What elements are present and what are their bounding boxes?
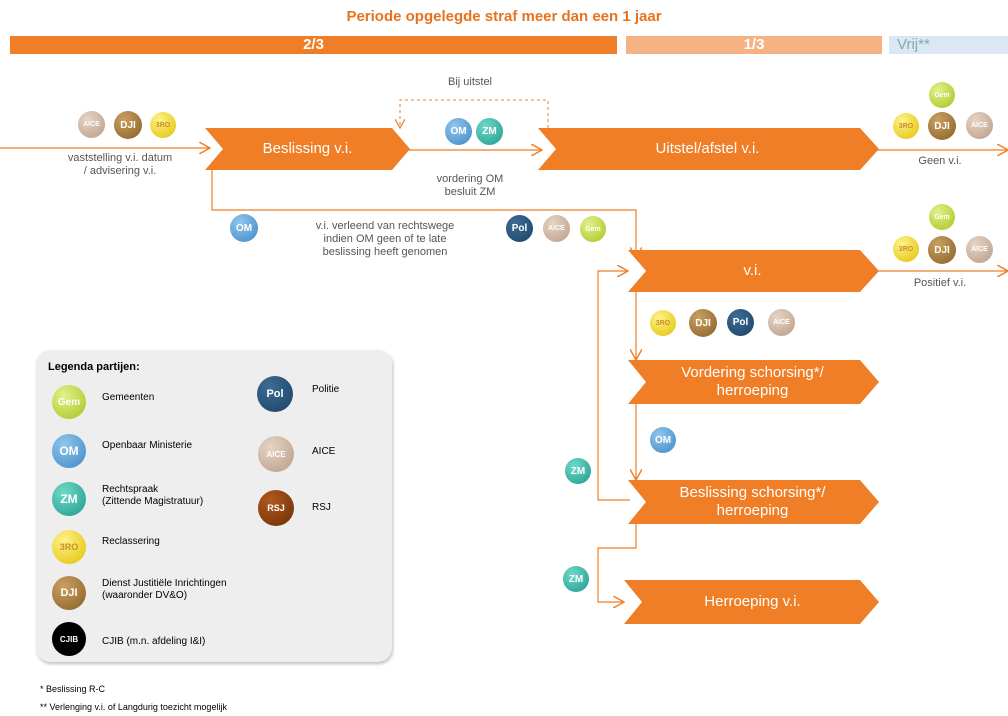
bar-free: Vrij** [889, 36, 1008, 54]
zm-badge: ZM [476, 118, 503, 145]
legend-3ro-label: Reclassering [102, 536, 160, 547]
gem-badge: Gem [580, 216, 606, 242]
dji-badge: DJI [114, 111, 142, 139]
vi-shape [628, 250, 879, 292]
zm-badge: ZM [52, 482, 86, 516]
herroeping-vi-shape [624, 580, 879, 624]
positief-vi-text: Positief v.i. [913, 277, 967, 289]
om-badge: OM [650, 427, 676, 453]
vaststelling-text: vaststelling v.i. datum / advisering v.i… [67, 152, 173, 177]
dji-badge: DJI [689, 309, 717, 337]
schorsing-to-herroeping-line [597, 524, 637, 602]
beslissing-schorsing-label: Beslissing schorsing*/ herroeping [679, 484, 826, 519]
uitstel-afstel-shape [538, 128, 879, 170]
vordering-schorsing-label: Vordering schorsing*/ herroeping [681, 364, 824, 399]
legend-aice-label: AICE [312, 446, 336, 457]
bar-two-thirds: 2/3 [10, 36, 617, 54]
beslissing-vi-label: Beslissing v.i. [262, 140, 353, 157]
uitstel-afstel-label: Uitstel/afstel v.i. [655, 140, 760, 157]
gem-badge: Gem [52, 385, 86, 419]
aice-badge: AICE [768, 309, 795, 336]
bij-uitstel-text: Bij uitstel [447, 76, 493, 88]
om-badge: OM [445, 118, 472, 145]
legend-rsj-label: RSJ [312, 502, 331, 513]
rsj-badge: RSJ [258, 490, 294, 526]
3ro-badge: 3RO [893, 236, 919, 262]
legend-panel [36, 350, 392, 662]
gem-badge: Gem [929, 82, 955, 108]
zm-badge: ZM [563, 566, 589, 592]
vordering-om-text: vordering OM besluit ZM [436, 173, 504, 198]
schorsing-loop-line [597, 271, 630, 501]
uitstel-loop [400, 99, 549, 128]
herroeping-vi-label: Herroeping v.i. [704, 593, 801, 610]
legend-gem-label: Gemeenten [102, 392, 155, 403]
vi-verleend-text: v.i. verleend van rechtswege indien OM g… [315, 220, 455, 258]
3ro-badge: 3RO [893, 113, 919, 139]
beslissing-vi-shape [205, 128, 410, 170]
zm-badge: ZM [565, 458, 591, 484]
vordering-schorsing-shape [628, 360, 879, 404]
pol-badge: Pol [257, 376, 293, 412]
vi-label: v.i. [743, 262, 762, 279]
bar-free-label: Vrij** [897, 36, 930, 53]
aice-badge: AICE [543, 215, 570, 242]
beslissing-schorsing-shape [628, 480, 879, 524]
legend-om-label: Openbaar Ministerie [102, 440, 193, 451]
om-badge: OM [230, 214, 258, 242]
legend-pol-label: Politie [312, 384, 340, 395]
aice-badge: AICE [258, 436, 294, 472]
gem-badge: Gem [929, 204, 955, 230]
footnote-1: * Beslissing R-C [40, 684, 106, 694]
pol-badge: Pol [506, 215, 533, 242]
bar-one-third: 1/3 [626, 36, 882, 54]
geen-vi-text: Geen v.i. [918, 155, 962, 167]
aice-badge: AICE [966, 236, 993, 263]
cjib-badge: CJIB [52, 622, 86, 656]
legend-dji-label: Dienst Justitiële Inrichtingen (waaronde… [102, 578, 227, 601]
pol-badge: Pol [727, 309, 754, 336]
dji-badge: DJI [52, 576, 86, 610]
dji-badge: DJI [928, 112, 956, 140]
3ro-badge: 3RO [150, 112, 176, 138]
aice-badge: AICE [78, 111, 105, 138]
aice-badge: AICE [966, 112, 993, 139]
legend-title: Legenda partijen: [48, 361, 140, 373]
3ro-badge: 3RO [650, 310, 676, 336]
3ro-badge: 3RO [52, 530, 86, 564]
diagram-title: Periode opgelegde straf meer dan een 1 j… [346, 8, 662, 25]
legend-zm-label: Rechtspraak (Zittende Magistratuur) [102, 484, 204, 507]
footnote-2: ** Verlenging v.i. of Langdurig toezicht… [40, 702, 227, 712]
dji-badge: DJI [928, 236, 956, 264]
beslissing-to-vi-line [211, 170, 636, 258]
om-badge: OM [52, 434, 86, 468]
legend-cjib-label: CJIB (m.n. afdeling I&I) [102, 636, 206, 647]
